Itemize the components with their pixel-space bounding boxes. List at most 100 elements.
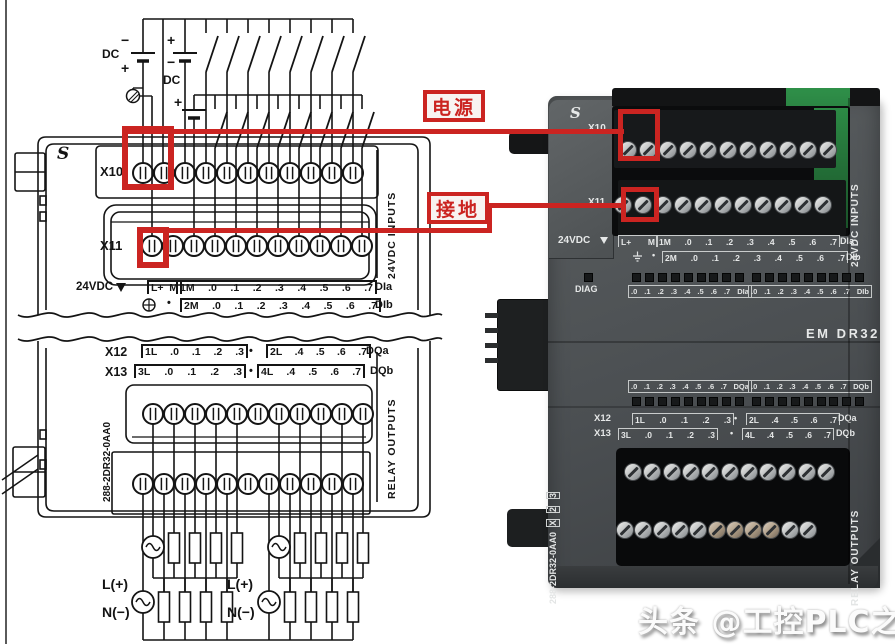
status-led — [735, 273, 744, 282]
screw-slot — [682, 144, 694, 156]
legend-token: .6 — [345, 300, 355, 312]
ground-annotation-line — [140, 228, 492, 233]
screw-slot — [762, 144, 774, 156]
legend-group-4l: 4L.4.5.6.7 — [257, 364, 365, 378]
screw-slot — [702, 144, 714, 156]
legend-token: 3L — [138, 366, 151, 378]
status-led — [645, 397, 654, 406]
terminal-screw — [819, 141, 837, 159]
legend-token: .3 — [753, 253, 761, 263]
legend-dot: • — [730, 428, 734, 438]
legend-token: .1 — [705, 237, 713, 247]
legend-token: .1 — [234, 300, 244, 312]
legend-token: .1 — [680, 415, 688, 425]
screw-slot — [781, 466, 793, 478]
legend-token: 2M — [184, 300, 199, 312]
legend-token: .5 — [319, 282, 329, 294]
legend-group-1l: 1L.0.1.2.3 — [141, 344, 248, 358]
screw-slot — [657, 199, 669, 211]
legend-token: .2 — [702, 415, 710, 425]
legend-dot: • — [167, 297, 171, 309]
legend-token: .6 — [710, 287, 717, 296]
legend-token: 2L — [749, 415, 759, 425]
legend-dqa: DQa — [366, 345, 389, 357]
terminal-screw — [739, 141, 757, 159]
panel-groove — [548, 341, 880, 343]
legend-token: .0 — [631, 287, 638, 296]
legend-dib: DIb — [375, 299, 393, 311]
legend-token: .1 — [187, 366, 197, 378]
legend-token: .5 — [817, 287, 824, 296]
legend-token: .0 — [164, 366, 174, 378]
legend-token: 1L — [145, 346, 158, 358]
siemens-logo-schematic: S — [57, 144, 70, 164]
legend-token: .7 — [720, 382, 727, 391]
legend-token: DIb — [856, 287, 869, 296]
part-box: 2 — [546, 505, 560, 513]
legend-token: .4 — [802, 382, 809, 391]
legend-token: 2L — [270, 346, 283, 358]
terminal-screw — [689, 521, 707, 539]
module-corner-panel — [549, 100, 614, 259]
status-led — [684, 397, 693, 406]
module-bottom-strip — [550, 566, 878, 588]
power-highlight-box-schematic — [122, 126, 174, 190]
status-led — [658, 397, 667, 406]
status-led — [697, 273, 706, 282]
inputs-side-label-schematic: 24VDC INPUTS — [386, 191, 398, 279]
legend-token: M — [647, 237, 655, 247]
ground-annotation-label: 接地 — [427, 192, 489, 224]
legend-token: .0 — [208, 282, 217, 294]
status-led — [671, 273, 680, 282]
legend-token: .6 — [707, 382, 715, 391]
terminal-row-label-x12: X12 — [594, 413, 611, 424]
part-number-text: 288-2DR32-0AA0 — [548, 531, 558, 604]
minus-sign: − — [121, 32, 130, 48]
down-arrow-icon — [116, 283, 126, 292]
bus-connector-pin — [485, 313, 498, 318]
screw-slot — [784, 524, 796, 536]
screw-slot — [674, 524, 686, 536]
screw-slot — [666, 466, 678, 478]
legend-token: .5 — [695, 382, 702, 391]
legend-token: .7 — [364, 282, 373, 294]
legend-token: .7 — [358, 346, 367, 358]
terminal-screw — [814, 196, 832, 214]
legend-token: .7 — [823, 430, 831, 440]
legend-group-3l: 3L.0.1.2.3 — [618, 428, 718, 440]
part-number-schematic: 288-2DR32-0AA0 — [102, 421, 113, 503]
legend-dqa: DQa — [838, 413, 857, 423]
legend-token: .3 — [275, 282, 284, 294]
status-led — [842, 397, 851, 406]
terminal-screw — [734, 196, 752, 214]
legend-token: .3 — [279, 300, 288, 312]
legend-token: .7 — [352, 366, 361, 378]
earth-symbol-icon — [633, 251, 642, 262]
terminal-screw — [817, 463, 835, 481]
load-supply-l-plus: L(+) — [102, 576, 129, 592]
legend-token: .2 — [686, 430, 694, 440]
power-annotation-line — [124, 129, 624, 134]
legend-token: DQa — [733, 382, 749, 391]
legend-dot: • — [652, 250, 656, 260]
legend-token: .3 — [235, 346, 244, 358]
legend-token: .4 — [297, 282, 307, 294]
legend-token: .1 — [711, 253, 719, 263]
terminal-row-label-x12: X12 — [105, 345, 128, 359]
power-annotation-label: 电源 — [423, 90, 485, 122]
terminal-screw — [653, 521, 671, 539]
status-led — [817, 397, 826, 406]
minus-sign: − — [167, 54, 176, 70]
screw-slot — [662, 144, 674, 156]
ground-annotation-line — [487, 206, 492, 233]
terminal-screw — [659, 141, 677, 159]
din-clip-bottom — [507, 509, 551, 547]
terminal-screw — [616, 521, 634, 539]
legend-group-2m: 2M.0.1.2.3.4.5.6.7 — [180, 298, 381, 312]
terminal-row-label-x10: X10 — [588, 124, 606, 134]
legend-token: .1 — [665, 430, 673, 440]
supply-voltage-label: 24VDC — [558, 235, 591, 246]
legend-token: .5 — [790, 415, 798, 425]
